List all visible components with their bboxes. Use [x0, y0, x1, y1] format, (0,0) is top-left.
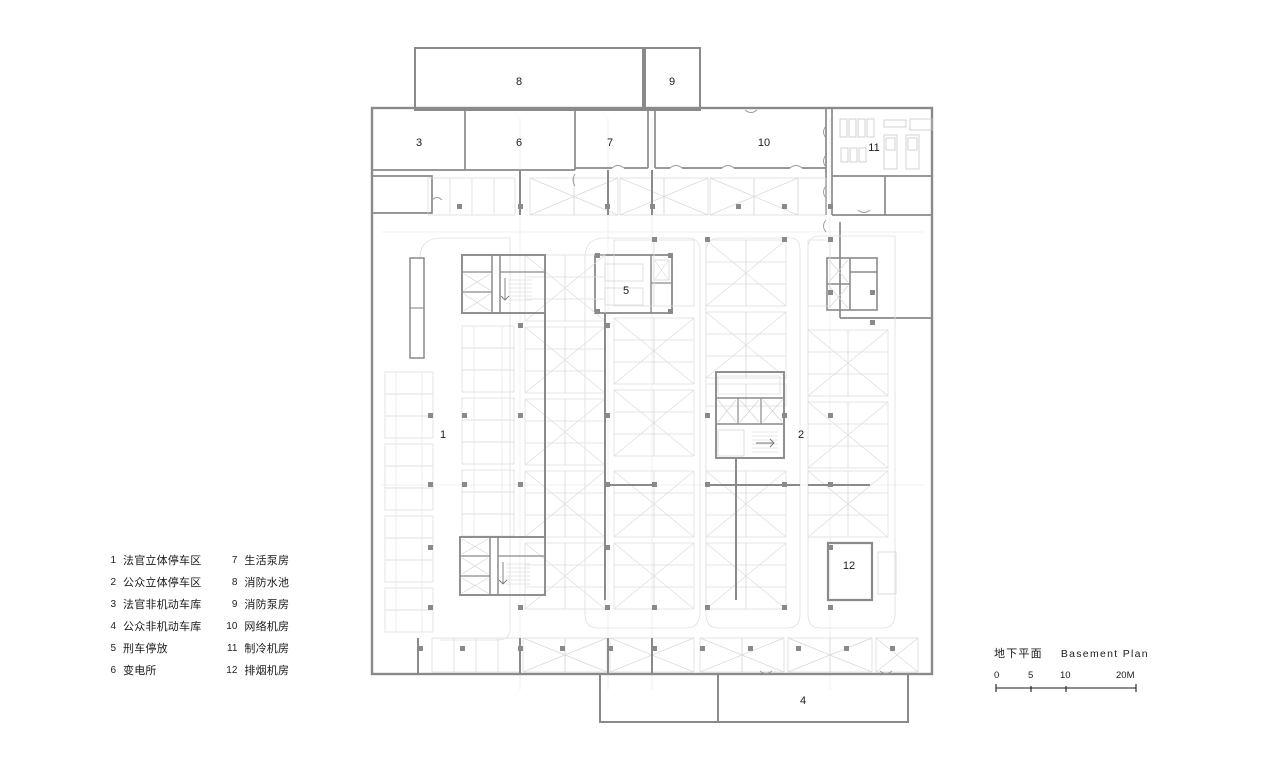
legend-row: 6 变电所 12 排烟机房 — [100, 666, 309, 688]
bottom-annex-block — [599, 674, 909, 723]
legend-label: 消防水池 — [244, 577, 290, 589]
label-room-2: 2 — [798, 429, 804, 441]
parking-bank-left-a — [384, 371, 434, 633]
room-9-outline — [644, 47, 701, 111]
central-core-block — [715, 371, 785, 459]
scale-tick-5: 5 — [1028, 670, 1034, 681]
legend-row: 5 刑车停放 11 制冷机房 — [100, 644, 309, 666]
scale-and-title: 地下平面 Basement Plan 0 5 10 20M — [994, 645, 1154, 693]
legend-number: 4 — [110, 621, 116, 632]
label-room-4: 4 — [800, 695, 806, 707]
label-room-12: 12 — [843, 560, 855, 572]
parking-bank-left-b — [461, 325, 515, 537]
legend-number: 7 — [231, 555, 238, 566]
legend-label: 公众立体停车区 — [123, 577, 202, 589]
scale-tick-20: 20M — [1116, 670, 1135, 681]
door-openings — [349, 109, 893, 674]
parking-row-top — [427, 177, 827, 216]
legend-table: 1 法官立体停车区 7 生活泵房 2 公众立体停车区 8 消防水池 3 法官非机… — [100, 556, 309, 688]
label-room-3: 3 — [416, 137, 422, 149]
scale-tick-10: 10 — [1060, 670, 1071, 681]
legend-label: 法官非机动车库 — [123, 599, 202, 611]
drive-aisle-outlines — [419, 235, 896, 641]
label-room-5: 5 — [623, 285, 629, 297]
parking-bank-col4 — [705, 239, 787, 610]
label-room-8: 8 — [516, 76, 522, 88]
legend-number: 9 — [231, 599, 238, 610]
left-closet — [372, 175, 433, 214]
legend-label: 法官立体停车区 — [123, 555, 202, 567]
legend-number: 12 — [226, 665, 238, 676]
legend-number: 8 — [231, 577, 238, 588]
left-ramp-element — [409, 257, 425, 359]
parking-bank-col3 — [613, 239, 695, 610]
legend-row: 1 法官立体停车区 7 生活泵房 — [100, 556, 309, 578]
label-room-1: 1 — [440, 429, 446, 441]
upper-left-core-block — [461, 254, 546, 314]
legend-row: 2 公众立体停车区 8 消防水池 — [100, 578, 309, 600]
room-8-outline — [414, 47, 644, 111]
legend-number: 11 — [227, 643, 238, 654]
room-4-outline — [599, 674, 909, 723]
legend-number: 3 — [110, 599, 116, 610]
parking-bank-col5 — [807, 239, 889, 538]
parking-row-bottom — [431, 637, 919, 673]
scale-tick-0: 0 — [994, 670, 1000, 681]
lower-left-core-block — [459, 536, 546, 596]
legend-number: 5 — [110, 643, 116, 654]
plan-number-labels: 1 2 3 4 5 6 7 8 9 10 11 12 — [416, 76, 880, 707]
label-room-9: 9 — [669, 76, 675, 88]
legend: 1 法官立体停车区 7 生活泵房 2 公众立体停车区 8 消防水池 3 法官非机… — [100, 556, 310, 688]
legend-row: 3 法官非机动车库 9 消防泵房 — [100, 600, 309, 622]
label-room-7: 7 — [607, 137, 613, 149]
plan-title-en: Basement Plan — [1060, 648, 1149, 660]
room-12-block — [826, 541, 897, 602]
right-service-core-hatch — [828, 259, 849, 309]
room-11-equipment — [839, 118, 933, 170]
legend-label: 刑车停放 — [123, 643, 168, 655]
scale-tick-labels: 0 5 10 20M — [994, 670, 1154, 683]
legend-number: 2 — [110, 577, 116, 588]
legend-number: 6 — [110, 665, 116, 676]
legend-label: 公众非机动车库 — [123, 621, 202, 633]
internal-heavy-walls — [417, 170, 870, 674]
label-room-10: 10 — [758, 137, 770, 149]
right-service-core — [826, 257, 878, 311]
legend-label: 生活泵房 — [244, 555, 290, 567]
label-room-6: 6 — [516, 137, 522, 149]
legend-label: 消防泵房 — [244, 599, 290, 611]
legend-label: 变电所 — [123, 665, 157, 677]
scale-bar-graphic — [994, 684, 1154, 693]
legend-number: 10 — [226, 621, 238, 632]
plan-title-cn: 地下平面 — [994, 648, 1043, 660]
plan-title: 地下平面 Basement Plan — [994, 645, 1154, 661]
legend-label: 排烟机房 — [244, 665, 290, 677]
legend-label: 制冷机房 — [244, 643, 290, 655]
legend-label: 网络机房 — [244, 621, 290, 633]
label-room-11: 11 — [868, 142, 879, 154]
legend-row: 4 公众非机动车库 10 网络机房 — [100, 622, 309, 644]
top-annex-block — [414, 47, 701, 111]
legend-number: 1 — [110, 555, 116, 566]
